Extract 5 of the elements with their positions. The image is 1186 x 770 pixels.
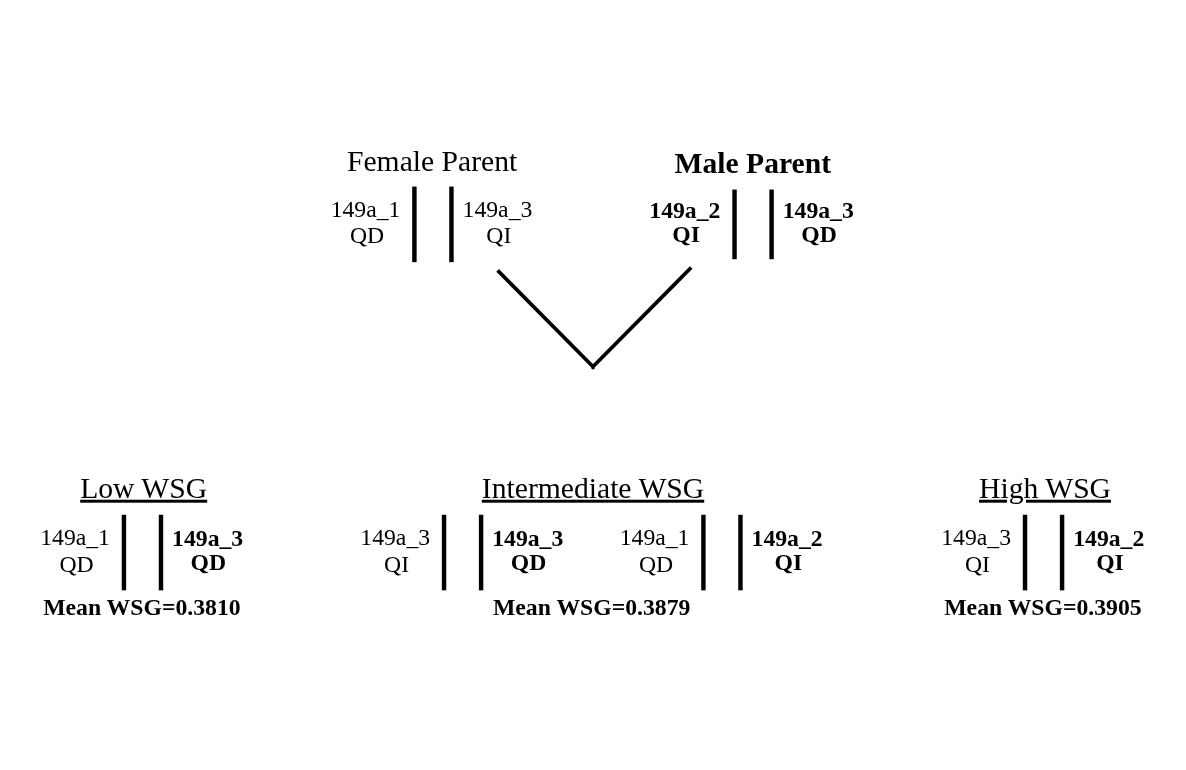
- node-text: Male Parent 149a_2 QI 149a_3 QD: [649, 146, 854, 247]
- node-text: Intermediate WSG 149a_3 QI 149a_3 QD 149a_1 QD 149a_2 QI Mean WSG=0.3879: [360, 471, 823, 620]
- node-text: Female Parent 149a_1 QD 149a_3 QI: [330, 144, 533, 248]
- node-text: Low WSG 149a_1 QD 149a_3 QD Mean WSG=0.3810: [40, 471, 244, 620]
- node-text: High WSG 149a_3 QI 149a_2 QI Mean WSG=0.3905: [941, 471, 1145, 620]
